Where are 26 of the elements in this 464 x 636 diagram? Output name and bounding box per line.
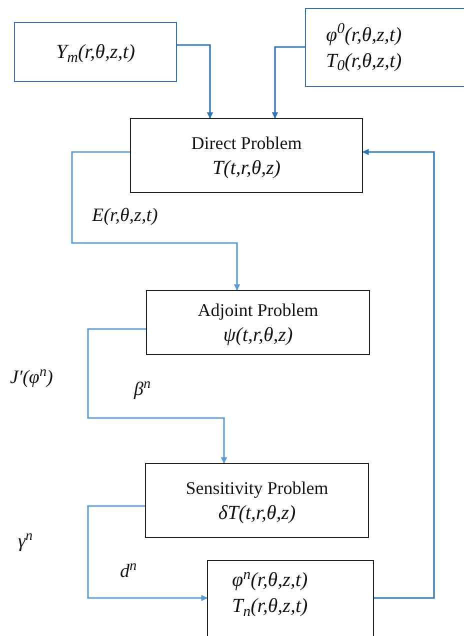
- arrow: [272, 46, 305, 119]
- process-box: [146, 290, 370, 355]
- formula-text: T(t,r,θ,z): [212, 156, 281, 180]
- process-box: [145, 463, 369, 538]
- formula-text: φ$^{n}$(r,θ,z,t): [232, 567, 308, 593]
- arrow: [87, 505, 208, 602]
- formula-text: T$_{0}$(r,θ,z,t): [326, 48, 402, 74]
- formula-text: Y$_{m}$(r,θ,z,t): [56, 40, 136, 65]
- arrow: [87, 328, 228, 464]
- formula-text: φ$^{0}$(r,θ,z,t): [326, 22, 402, 48]
- variable-label: J′(φ$^{n}$): [10, 366, 53, 390]
- variable-label: γ$^{n}$: [18, 530, 33, 554]
- formula-text: ψ(t,r,θ,z): [223, 322, 293, 348]
- edge-label: β$^{n}$: [132, 378, 153, 402]
- box-title: Direct Problem: [191, 132, 302, 154]
- process-box: [207, 560, 374, 636]
- process-box: [305, 8, 464, 87]
- formula-text: δT(t,r,θ,z): [218, 500, 296, 526]
- arrow: [71, 151, 240, 291]
- process-box: [14, 22, 177, 82]
- arrow: [362, 148, 435, 599]
- box-title: Sensitivity Problem: [186, 476, 328, 500]
- formula-text: T$_{n}$(r,θ,z,t): [232, 594, 308, 619]
- arrow: [177, 44, 214, 119]
- box-title: Adjoint Problem: [198, 298, 318, 322]
- process-box: [130, 118, 363, 193]
